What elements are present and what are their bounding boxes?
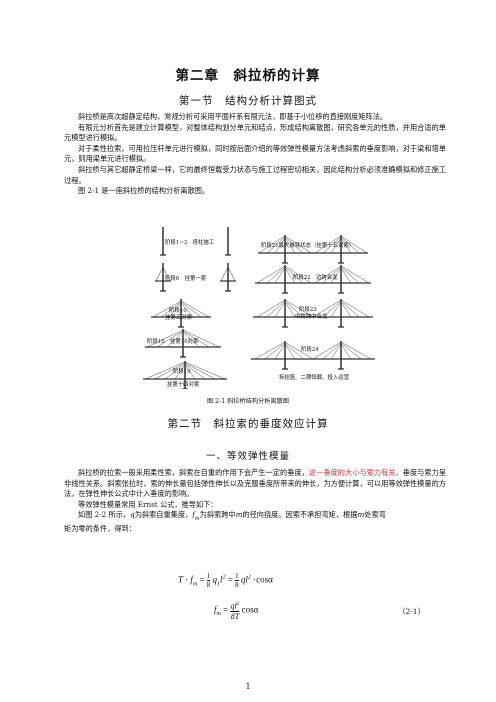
stage-side-closure bbox=[255, 264, 371, 294]
paragraph: 斜拉桥是高次超静定结构，常规分析可采用平面杆系有限元法，即基于小位移的直接刚度矩… bbox=[78, 112, 388, 121]
stage-label: 阶段1~3 塔柱施工 bbox=[165, 238, 215, 246]
bridge-stages-figure: 阶段1~3 塔柱施工 阶段6 挂第一索 阶段10 挂第五对索 阶段15 挂第10… bbox=[143, 226, 375, 389]
paragraph: 如图 2-2 所示，q为斜索自重集度，fm为斜索跨中m的径向挠度。因索不承担弯矩… bbox=[78, 510, 386, 522]
page-number: 1 bbox=[245, 682, 251, 691]
stage-label: 阶段21最大悬臂状态（挂第十五对索） bbox=[261, 241, 354, 249]
stage-mid-closure bbox=[253, 298, 373, 328]
stage-label: 阶段6 挂第一索 bbox=[165, 274, 207, 282]
paragraph: 图 2-1 是一座斜拉桥的结构分析离散图。 bbox=[78, 186, 210, 196]
stage-operation bbox=[251, 340, 375, 370]
subsection-title: 一、等效弹性模量 bbox=[205, 451, 290, 462]
stage-label: 阶段10 bbox=[169, 306, 187, 314]
stage-label: 挂第十四对索 bbox=[167, 380, 200, 388]
stage-fourteenth-cable bbox=[143, 360, 227, 389]
chapter-title: 第二章 斜拉桥的计算 bbox=[175, 68, 321, 84]
section-title-2: 第二节 斜拉索的垂度效应计算 bbox=[167, 418, 329, 430]
figure-caption: 图 2-1 斜拉桥结构分析离散图 bbox=[207, 398, 289, 405]
paragraph: 对于柔性拉索，可用拉压杆单元进行模拟，同时按后面介绍的等效弹性模量方法考虑斜索的… bbox=[64, 143, 446, 164]
paragraph: 等效弹性模量常用 Ernst 公式，推导如下： bbox=[78, 499, 218, 509]
paragraph: 斜拉桥的拉索一般采用柔性索，斜索在自重的作用下会产生一定的垂度，这一垂度的大小与… bbox=[64, 468, 446, 499]
stage-label: 阶段24 bbox=[301, 345, 319, 353]
stage-label: 阶段22 边跨合龙 bbox=[293, 273, 338, 281]
equation-number: （2-1） bbox=[398, 607, 426, 616]
highlighted-text: 这一垂度的大小与索力有关， bbox=[308, 468, 403, 477]
stage-label: 阶段23 bbox=[299, 305, 317, 313]
stage-label: 阶段15 挂第10对索 bbox=[147, 337, 199, 345]
paragraph: 矩为零的条件，得到： bbox=[64, 524, 136, 534]
stage-label: 挂第五对索 bbox=[165, 313, 193, 321]
section-title-1: 第一节 结构分析计算图式 bbox=[179, 95, 317, 107]
stage-fifth-cable bbox=[151, 298, 211, 328]
stage-label: 阶段19 bbox=[173, 367, 191, 375]
stage-max-cantilever bbox=[258, 234, 368, 264]
paragraph: 有限元分析首先是建立计算模型，对整体结构划分单元和结点，形成结构离散图，研究各单… bbox=[64, 122, 446, 143]
section2-body: 斜拉桥的拉索一般采用柔性索，斜索在自重的作用下会产生一定的垂度，这一垂度的大小与… bbox=[64, 468, 446, 535]
stage-label: 中跨跨中合龙 bbox=[295, 312, 328, 320]
stage-first-cable bbox=[155, 262, 236, 292]
stage-label: 拆挂篮、二期恒载、投入运营 bbox=[279, 373, 350, 381]
section1-body: 斜拉桥是高次超静定结构，常规分析可采用平面杆系有限元法，即基于小位移的直接刚度矩… bbox=[64, 112, 446, 197]
stage-tenth-cable bbox=[145, 328, 221, 358]
paragraph: 斜拉桥与其它超静定桥梁一样，它的最终恒载受力状态与施工过程密切相关，因此结构分析… bbox=[64, 164, 446, 185]
